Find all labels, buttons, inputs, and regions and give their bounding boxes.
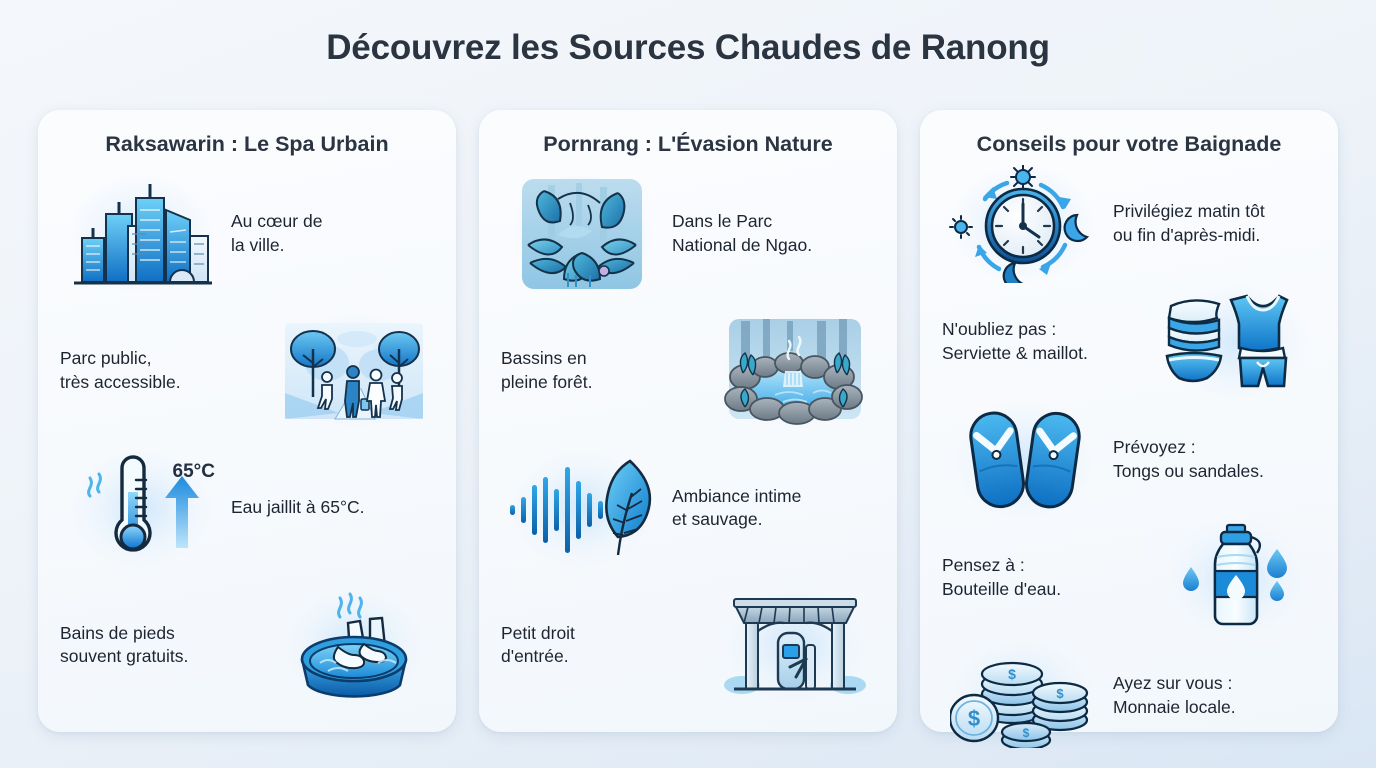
- card-title-pornrang: Pornrang : L'Évasion Nature: [543, 132, 833, 156]
- row-parc-public: Parc public, très accessible.: [58, 311, 436, 430]
- icon-cell: [940, 401, 1105, 519]
- water-bottle-icon: [1182, 523, 1287, 626]
- moon-bottom: [1002, 261, 1024, 283]
- icon-cell: [712, 586, 877, 705]
- towel-swimwear-icon: [1165, 294, 1289, 388]
- svg-text:$: $: [1008, 666, 1016, 682]
- row-text: Ambiance intime et sauvage.: [672, 485, 802, 530]
- card-pornrang: Pornrang : L'Évasion Nature: [479, 110, 897, 732]
- row-bouteille-eau: Pensez à : Bouteille d'eau.: [940, 519, 1318, 637]
- icon-cell: [1153, 519, 1318, 637]
- public-park-people-icon: [284, 322, 423, 420]
- card-title-raksawarin: Raksawarin : Le Spa Urbain: [105, 132, 389, 156]
- row-text: Bassins en pleine forêt.: [501, 348, 593, 392]
- row-text: Parc public, très accessible.: [60, 348, 181, 392]
- icon-cell: $ $ $: [940, 637, 1105, 755]
- soundwave-leaf-icon: [509, 459, 651, 556]
- row-bassins-foret: Bassins en pleine forêt.: [499, 311, 877, 430]
- row-ambiance-intime: Ambiance intime et sauvage.: [499, 449, 877, 568]
- flip-flops-icon: [968, 411, 1081, 509]
- row-text: Ayez sur vous : Monnaie locale.: [1113, 673, 1236, 717]
- svg-text:$: $: [1056, 686, 1064, 701]
- row-privilegiez-matin: Privilégiez matin tôt ou fin d'après-mid…: [940, 165, 1318, 283]
- row-text: Pensez à : Bouteille d'eau.: [942, 555, 1062, 599]
- row-parc-national-ngao: Dans le Parc National de Ngao.: [499, 174, 877, 293]
- row-eau-65: 65°C: [58, 449, 436, 568]
- cards-container: Raksawarin : Le Spa Urbain: [38, 110, 1338, 755]
- foot-bath-icon: [300, 592, 407, 699]
- icon-cell: [712, 311, 877, 430]
- row-text: N'oubliez pas : Serviette & maillot.: [942, 319, 1088, 363]
- row-text: Prévoyez : Tongs ou sandales.: [1113, 437, 1264, 481]
- row-text: Bains de pieds souvent gratuits.: [60, 622, 189, 667]
- city-skyline-icon: [73, 183, 212, 285]
- icon-cell: [58, 174, 223, 293]
- moon-right: [1063, 213, 1089, 243]
- icon-cell: [271, 311, 436, 430]
- rows-pornrang: Dans le Parc National de Ngao.: [493, 163, 883, 716]
- svg-text:$: $: [967, 706, 979, 731]
- icon-cell: [271, 586, 436, 705]
- card-raksawarin: Raksawarin : Le Spa Urbain: [38, 110, 456, 732]
- row-au-coeur-de-la-ville: Au cœur de la ville.: [58, 174, 436, 293]
- icon-cell: [499, 449, 664, 568]
- row-text: Petit droit d'entrée.: [501, 622, 575, 667]
- sun-top: [1009, 165, 1036, 190]
- card-title-conseils: Conseils pour votre Baignade: [976, 132, 1282, 156]
- icon-cell: [1153, 283, 1318, 401]
- row-bains-de-pieds: Bains de pieds souvent gratuits.: [58, 586, 436, 705]
- rocky-hot-spring-pool-icon: [723, 318, 863, 425]
- icon-cell: [499, 174, 664, 293]
- row-tongs-sandales: Prévoyez : Tongs ou sandales.: [940, 401, 1318, 519]
- page-title: Découvrez les Sources Chaudes de Ranong: [326, 28, 1050, 67]
- rows-conseils: Privilégiez matin tôt ou fin d'après-mid…: [934, 163, 1324, 757]
- entrance-gate-turnstile-icon: [723, 598, 866, 695]
- clock-sun-moon-cycle-icon: [948, 165, 1089, 283]
- row-text: Dans le Parc National de Ngao.: [672, 211, 813, 255]
- card-conseils: Conseils pour votre Baignade: [920, 110, 1338, 755]
- row-petit-droit-entree: Petit droit d'entrée.: [499, 586, 877, 705]
- icon-cell: 65°C: [58, 449, 223, 568]
- jungle-foliage-icon: [521, 178, 642, 289]
- sun-left: [948, 215, 973, 239]
- icon-cell: [940, 165, 1105, 283]
- row-text: Au cœur de la ville.: [231, 211, 323, 255]
- row-text: Privilégiez matin tôt ou fin d'après-mid…: [1113, 201, 1265, 245]
- coins-money-icon: $ $ $: [949, 661, 1088, 748]
- svg-text:$: $: [1022, 726, 1029, 740]
- rows-raksawarin: Au cœur de la ville.: [52, 163, 442, 716]
- row-monnaie-locale: $ $ $: [940, 637, 1318, 755]
- row-text: Eau jaillit à 65°C.: [231, 497, 365, 518]
- row-serviette-maillot: N'oubliez pas : Serviette & maillot.: [940, 283, 1318, 401]
- temperature-badge: 65°C: [172, 461, 215, 483]
